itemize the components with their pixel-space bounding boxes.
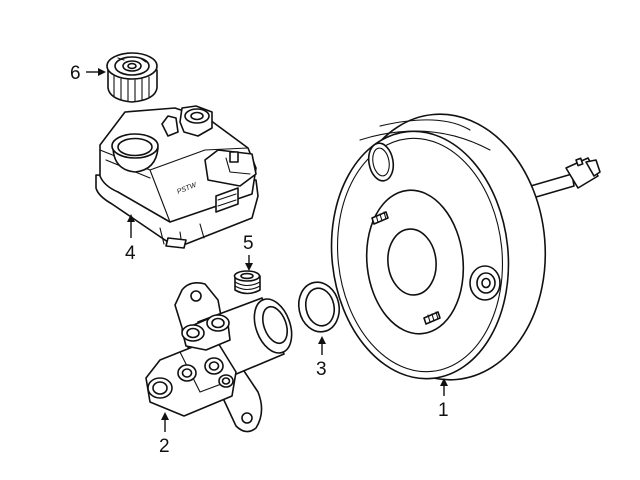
callout-label-1: 1 [438, 400, 449, 421]
part-6-reservoir-cap[interactable] [106, 52, 158, 103]
callout-arrows [86, 68, 448, 432]
part-4-fluid-reservoir[interactable]: PSTW [95, 105, 259, 249]
part-2-master-cylinder[interactable] [145, 282, 299, 433]
callout-label-5: 5 [243, 233, 254, 254]
callout-label-6: 6 [70, 63, 81, 84]
callout-label-4: 4 [125, 243, 136, 264]
part-5-grommet[interactable] [233, 270, 261, 295]
callout-label-2: 2 [159, 436, 170, 457]
booster-stud-lower [423, 311, 441, 325]
callout-label-3: 3 [316, 359, 327, 380]
booster-stud-upper [371, 211, 389, 225]
part-3-seal-ring[interactable] [294, 278, 344, 335]
part-1-brake-booster[interactable] [320, 106, 601, 388]
